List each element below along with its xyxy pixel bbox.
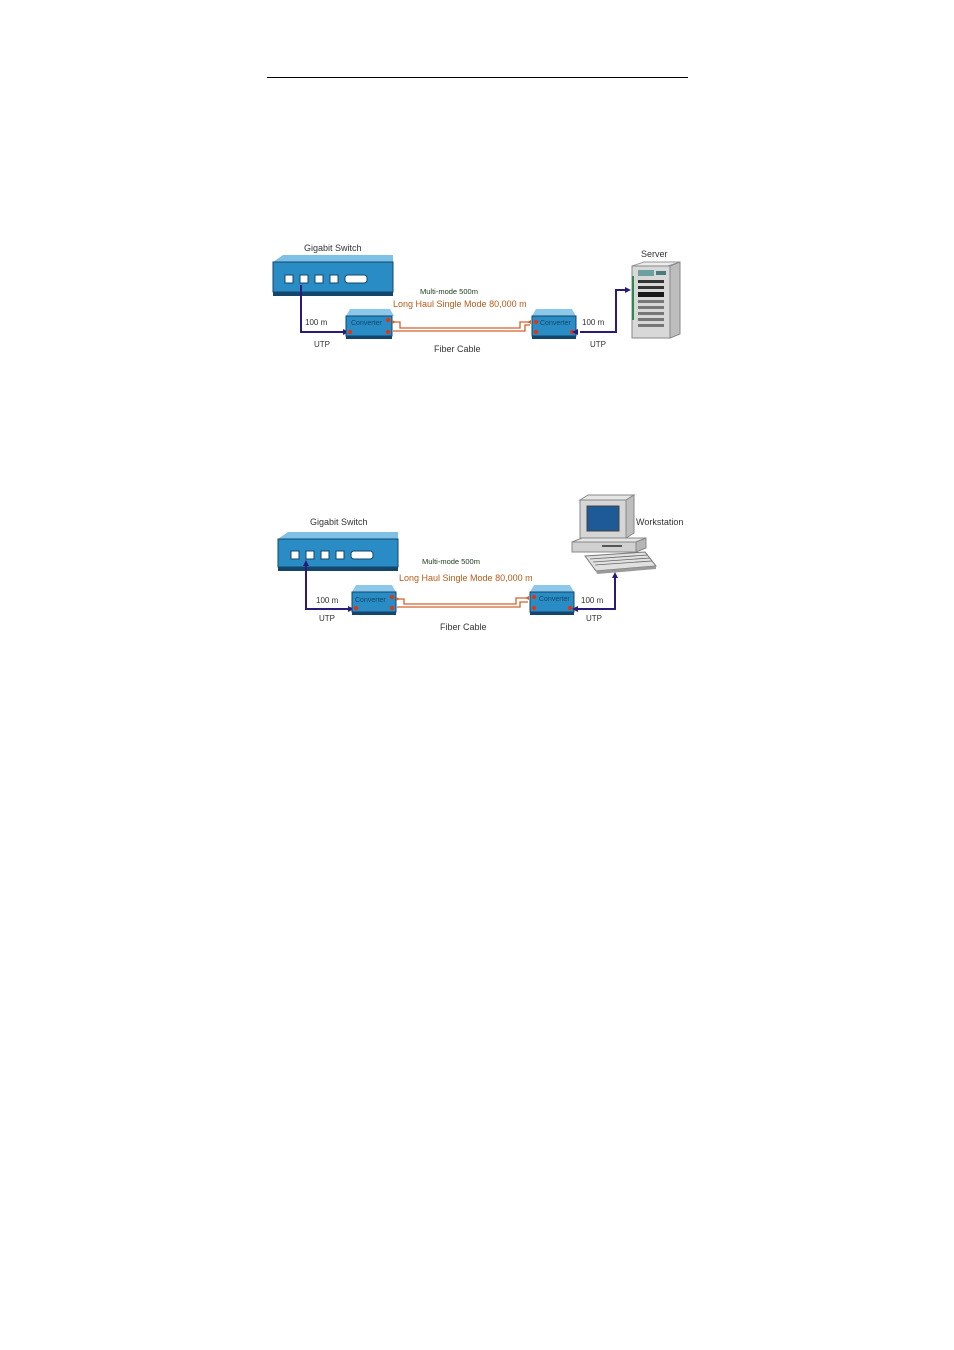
converter-icon (345, 309, 394, 339)
workstation-icon (571, 494, 657, 574)
switch-label: Gigabit Switch (304, 243, 362, 253)
fiber-cable (393, 321, 530, 332)
fiber-cable-label: Fiber Cable (434, 344, 481, 354)
converter-icon (529, 585, 575, 615)
arrowhead (625, 287, 631, 293)
switch-icon (272, 255, 394, 296)
fiber-cable-label: Fiber Cable (440, 622, 487, 632)
longhaul-label: Long Haul Single Mode 80,000 m (393, 299, 527, 309)
right-cable-label: UTP (590, 340, 606, 349)
arrowhead (612, 572, 618, 578)
server-label: Server (641, 249, 668, 259)
converter-icon (351, 585, 397, 615)
diagram-server-graphics (272, 255, 681, 339)
multimode-label: Multi-mode 500m (422, 557, 480, 566)
right-cable-label: UTP (586, 614, 602, 623)
arrowhead (348, 606, 354, 612)
utp-cable-right (580, 289, 627, 333)
left-cable-label: UTP (319, 614, 335, 623)
utp-cable-left (305, 562, 348, 610)
left-distance-label: 100 m (305, 318, 328, 327)
switch-label: Gigabit Switch (310, 517, 368, 527)
arrowhead (396, 597, 400, 601)
left-cable-label: UTP (314, 340, 330, 349)
server-icon (631, 261, 681, 339)
arrowhead (572, 329, 578, 335)
converter-right-label: Converter (539, 596, 570, 603)
diagram-workstation-graphics (277, 494, 657, 615)
right-distance-label: 100 m (581, 596, 604, 605)
left-distance-label: 100 m (316, 596, 339, 605)
converter-left-label: Converter (355, 597, 386, 604)
arrowhead (525, 596, 529, 600)
right-distance-label: 100 m (582, 318, 605, 327)
longhaul-label: Long Haul Single Mode 80,000 m (399, 573, 533, 583)
header-rule (267, 77, 688, 78)
arrowhead (303, 560, 309, 566)
switch-icon (277, 532, 399, 571)
workstation-label: Workstation (636, 517, 684, 527)
arrowhead (572, 606, 578, 612)
arrowhead (527, 320, 531, 324)
fiber-cable (397, 597, 528, 608)
converter-right-label: Converter (540, 320, 571, 327)
arrowhead (392, 320, 396, 324)
utp-cable-left (300, 285, 343, 333)
multimode-label: Multi-mode 500m (420, 287, 478, 296)
utp-cable-right (578, 575, 616, 610)
converter-icon (531, 309, 577, 339)
converter-left-label: Converter (351, 320, 382, 327)
